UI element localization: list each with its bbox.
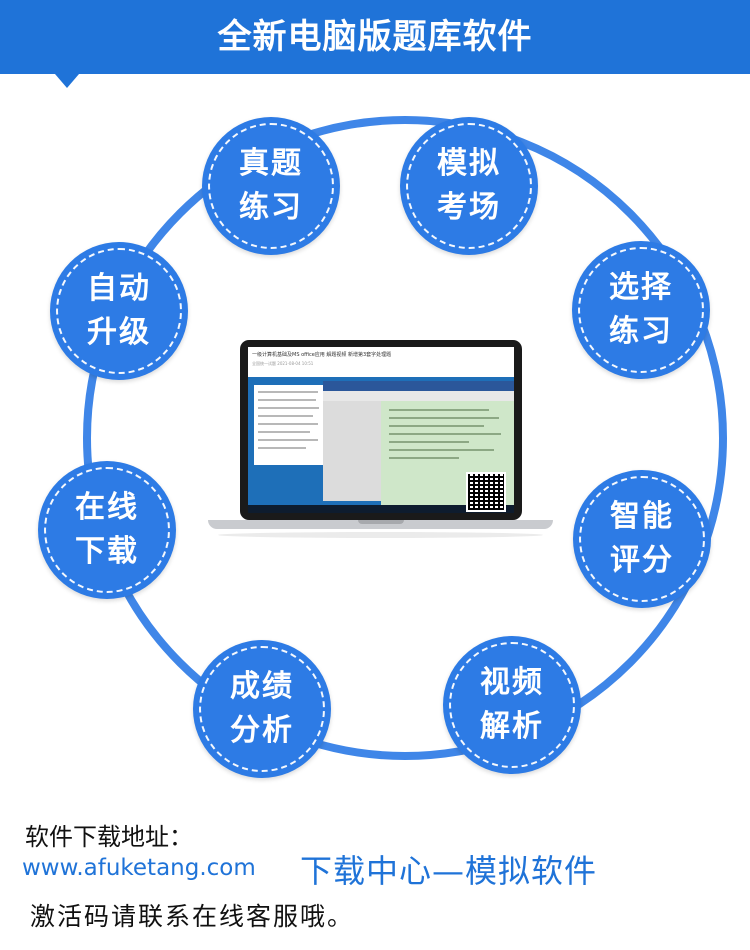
feature-circle-auto-upgrade[interactable]: 自动 升级 <box>50 242 188 380</box>
feature-circle-video-analysis[interactable]: 视频 解析 <box>443 636 581 774</box>
laptop-screen: 一级计算机基础及MS office应用 解题视频 新增第3套字处理题 全国统一试… <box>248 347 514 513</box>
feature-label-line2: 分析 <box>230 713 294 748</box>
screen-app-titlebar <box>323 381 514 391</box>
qr-code-icon <box>466 472 506 512</box>
laptop-base <box>208 520 553 529</box>
screen-taskbar <box>248 505 514 513</box>
feature-label-line1: 视频 <box>480 665 544 700</box>
feature-label-line1: 成绩 <box>230 669 294 704</box>
feature-label-line2: 考场 <box>437 190 501 225</box>
screen-title: 一级计算机基础及MS office应用 解题视频 新增第3套字处理题 <box>252 352 392 358</box>
feature-label-line1: 选择 <box>609 270 673 305</box>
laptop-image: 一级计算机基础及MS office应用 解题视频 新增第3套字处理题 全国统一试… <box>208 340 553 545</box>
banner-pointer <box>55 74 79 88</box>
feature-label-line1: 模拟 <box>437 146 501 181</box>
feature-label-line2: 练习 <box>609 314 673 349</box>
feature-circle-online-download[interactable]: 在线 下载 <box>38 461 176 599</box>
feature-label-line1: 智能 <box>610 499 674 534</box>
download-center-text: 下载中心—模拟软件 <box>300 852 598 890</box>
laptop-shadow <box>218 532 543 538</box>
screen-header: 一级计算机基础及MS office应用 解题视频 新增第3套字处理题 全国统一试… <box>248 347 514 377</box>
screen-app-toolbar <box>323 391 514 401</box>
feature-label-line1: 在线 <box>75 490 139 525</box>
header-banner: 全新电脑版题库软件 <box>0 0 750 74</box>
screen-app-side-pane <box>323 401 381 501</box>
feature-label-line2: 练习 <box>239 190 303 225</box>
feature-label-line2: 评分 <box>610 543 674 578</box>
download-address-label: 软件下载地址： <box>25 823 193 851</box>
feature-circle-smart-scoring[interactable]: 智能 评分 <box>573 470 711 608</box>
banner-title: 全新电脑版题库软件 <box>217 17 533 57</box>
feature-label-line2: 升级 <box>87 315 151 350</box>
feature-circle-score-analysis[interactable]: 成绩 分析 <box>193 640 331 778</box>
activation-code-note: 激活码请联系在线客服哦。 <box>30 902 355 931</box>
feature-label-line2: 解析 <box>480 709 544 744</box>
feature-circle-choice-practice[interactable]: 选择 练习 <box>572 241 710 379</box>
download-url-link[interactable]: www.afuketang.com <box>22 855 256 881</box>
feature-label-line2: 下载 <box>75 534 139 569</box>
screen-document-window <box>254 385 324 465</box>
feature-label-line1: 自动 <box>87 271 151 306</box>
feature-circle-mock-exam[interactable]: 模拟 考场 <box>400 117 538 255</box>
feature-circle-real-exam-practice[interactable]: 真题 练习 <box>202 117 340 255</box>
feature-label-line1: 真题 <box>239 146 303 181</box>
laptop-notch <box>358 520 404 524</box>
laptop-lid: 一级计算机基础及MS office应用 解题视频 新增第3套字处理题 全国统一试… <box>240 340 522 520</box>
screen-subtitle: 全国统一试题 2021-08-04 10:51 <box>252 361 314 366</box>
